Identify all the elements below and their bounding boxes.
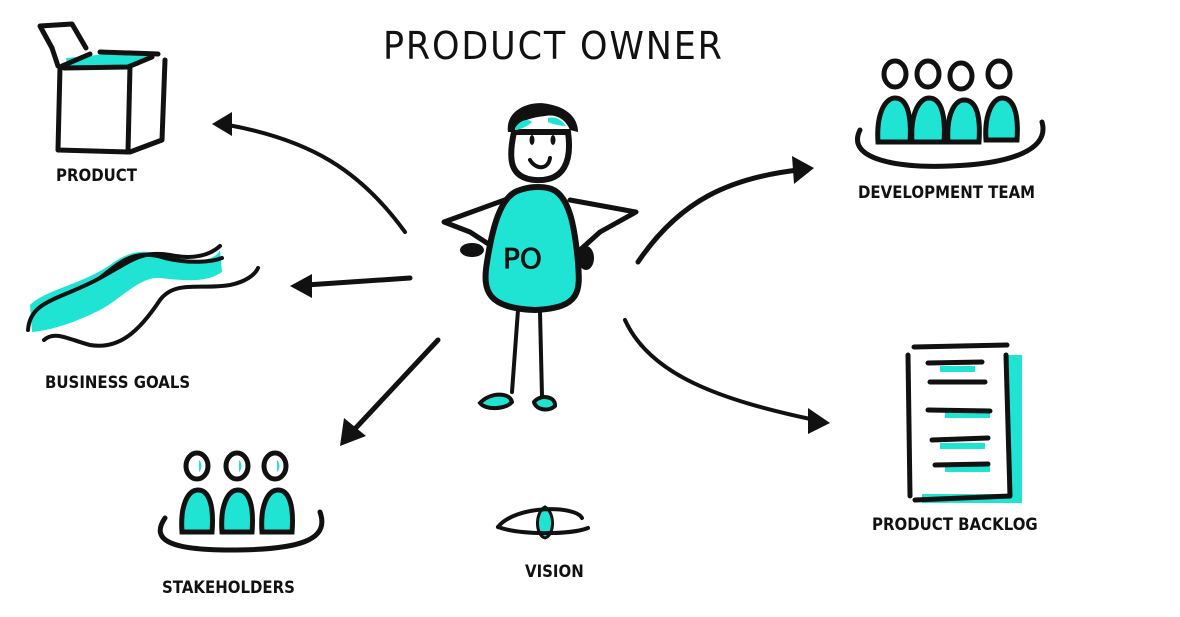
node-label-development-team: DEVELOPMENT TEAM: [858, 183, 1036, 203]
arrow-to-business-goals: [290, 274, 413, 298]
node-label-stakeholders: STAKEHOLDERS: [162, 578, 295, 598]
group-three-people-icon: [157, 450, 325, 553]
po-badge-text: PO: [503, 242, 542, 275]
arrow-to-development-team: [635, 156, 814, 265]
node-label-product: PRODUCT: [56, 166, 137, 186]
page-title: PRODUCT OWNER: [383, 24, 724, 68]
node-label-product-backlog: PRODUCT BACKLOG: [872, 515, 1038, 535]
arrow-to-product-backlog: [623, 318, 830, 434]
product-owner-figure: PO: [441, 103, 639, 412]
group-four-people-icon: [855, 58, 1046, 169]
arrow-to-product: [212, 112, 407, 234]
wave-icon: [26, 244, 260, 348]
eye-icon: [496, 505, 590, 540]
node-label-business-goals: BUSINESS GOALS: [45, 373, 191, 393]
open-box-icon: [37, 21, 168, 155]
document-list-icon: [905, 342, 1022, 503]
arrow-to-stakeholders: [340, 337, 441, 446]
node-label-vision: VISION: [525, 562, 584, 582]
